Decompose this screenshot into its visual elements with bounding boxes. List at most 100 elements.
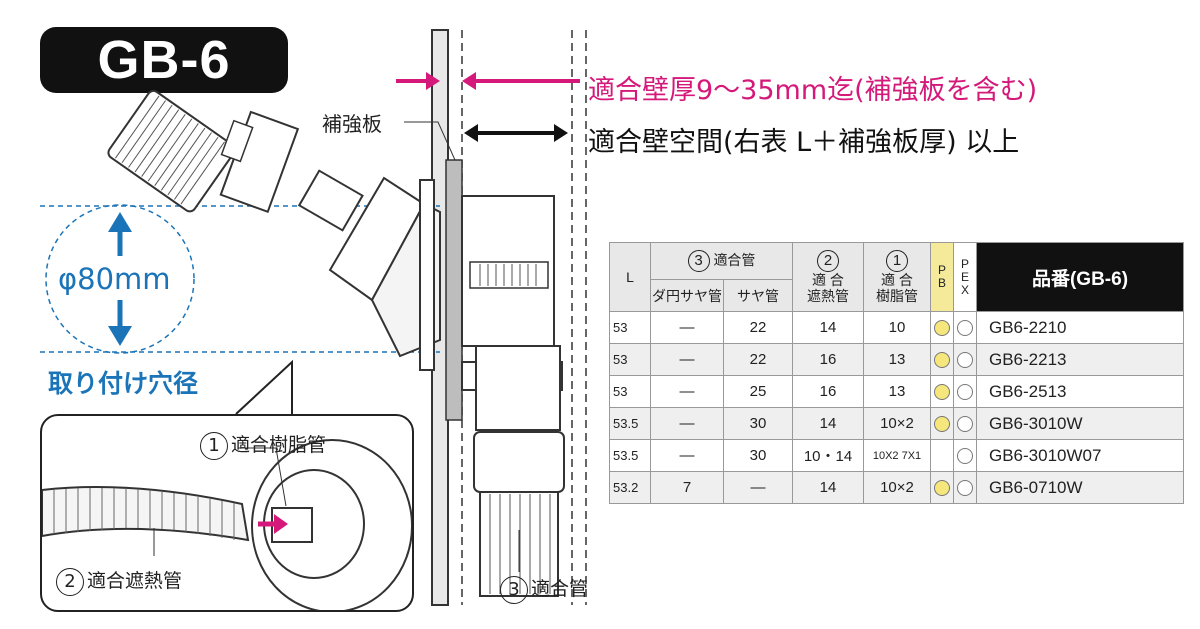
cell-tanen: —	[650, 407, 724, 440]
cell-pb	[930, 311, 954, 344]
lock-nut-part	[107, 89, 236, 213]
cell-model: GB6-2213	[976, 343, 1184, 376]
pex-compatible-icon	[957, 352, 973, 369]
diameter-arrow	[108, 212, 132, 346]
cell-tanen: —	[650, 439, 724, 472]
cell-heat: 16	[792, 343, 864, 376]
spec-table: L 3 適合管 2 適 合 遮熱管 1 適 合 樹脂管 P B P E X 品番…	[609, 242, 1184, 504]
cell-heat: 14	[792, 311, 864, 344]
reinforcement-label: 補強板	[322, 112, 382, 136]
cell-resin: 13	[863, 343, 931, 376]
reinforcement-board	[445, 159, 463, 421]
spec-header-row-1: L 3 適合管 2 適 合 遮熱管 1 適 合 樹脂管 P B P E X 品番…	[609, 242, 1184, 312]
cell-model: GB6-3010W07	[976, 439, 1184, 472]
detail-callout	[40, 414, 414, 612]
cell-model: GB6-2513	[976, 375, 1184, 408]
cell-L: 53.2	[609, 471, 651, 504]
resin-pipe-label: 適合樹脂管	[231, 434, 327, 456]
cell-pex	[953, 407, 977, 440]
product-badge: GB-6	[40, 27, 288, 93]
pipe-end-part	[297, 169, 364, 232]
col-group-pipe: 3 適合管	[650, 242, 793, 280]
circle-number-3-header: 3	[687, 250, 710, 272]
cell-pb	[930, 343, 954, 376]
col-heat-label: 適 合 遮熱管	[807, 272, 849, 304]
hole-circle	[45, 204, 195, 354]
cell-saya: 22	[723, 311, 793, 344]
cell-saya: 30	[723, 407, 793, 440]
cell-L: 53.5	[609, 407, 651, 440]
col-tanen: ダ円サヤ管	[650, 279, 724, 312]
cell-pex	[953, 471, 977, 504]
callout-pointer	[235, 359, 293, 415]
cell-pb	[930, 375, 954, 408]
pex-compatible-icon	[957, 384, 973, 401]
detail-illustration	[42, 439, 412, 610]
wall-thickness-arrows	[396, 72, 580, 90]
cell-resin: 10×2	[863, 407, 931, 440]
cell-saya: —	[723, 471, 793, 504]
circle-number-2-header: 2	[817, 250, 839, 272]
pb-compatible-icon	[934, 352, 950, 369]
pb-compatible-icon	[934, 416, 950, 433]
pipe-label: 適合管	[531, 578, 589, 600]
cell-tanen: 7	[650, 471, 724, 504]
insert-arrow-head	[274, 514, 288, 534]
cell-tanen: —	[650, 343, 724, 376]
col-heat: 2 適 合 遮熱管	[792, 242, 864, 312]
washer-part	[219, 110, 300, 214]
cell-heat: 16	[792, 375, 864, 408]
col-pex: P E X	[953, 242, 977, 312]
pb-compatible-icon	[934, 384, 950, 401]
cell-L: 53.5	[609, 439, 651, 472]
reinforcement-leader	[404, 121, 456, 161]
circle-number-3: 3	[500, 575, 528, 604]
cell-model: GB6-3010W	[976, 407, 1184, 440]
pb-compatible-icon	[934, 480, 950, 497]
cell-L: 53	[609, 343, 651, 376]
cell-resin: 10	[863, 311, 931, 344]
cell-model: GB6-0710W	[976, 471, 1184, 504]
wall-thickness-label: 適合壁厚9〜35mm迄(補強板を含む)	[588, 75, 1038, 106]
cell-heat: 14	[792, 407, 864, 440]
hole-label: 取り付け穴径	[48, 369, 199, 398]
cell-saya: 30	[723, 439, 793, 472]
cell-tanen: —	[650, 311, 724, 344]
circle-number-1: 1	[200, 431, 228, 460]
pex-compatible-icon	[957, 448, 973, 465]
pex-compatible-icon	[957, 480, 973, 497]
circle-number-1-header: 1	[886, 250, 908, 272]
pex-compatible-icon	[957, 416, 973, 433]
cell-L: 53	[609, 375, 651, 408]
pex-compatible-icon	[957, 320, 973, 337]
cell-pex	[953, 311, 977, 344]
col-resin-label: 適 合 樹脂管	[876, 272, 918, 304]
cell-resin: 13	[863, 375, 931, 408]
col-pb: P B	[930, 242, 954, 312]
fitting-body	[328, 176, 563, 431]
cell-saya: 25	[723, 375, 793, 408]
cell-heat: 10・14	[792, 439, 864, 472]
cell-pex	[953, 343, 977, 376]
pb-compatible-icon	[934, 320, 950, 337]
cell-pex	[953, 439, 977, 472]
col-L: L	[609, 242, 651, 312]
wall-space-arrow	[464, 124, 568, 142]
cell-pex	[953, 375, 977, 408]
cell-resin: 10×2	[863, 471, 931, 504]
cell-heat: 14	[792, 471, 864, 504]
wall-space-label: 適合壁空間(右表 L＋補強板厚) 以上	[588, 127, 1020, 158]
cell-model: GB6-2210	[976, 311, 1184, 344]
cell-pb	[930, 471, 954, 504]
cell-pb	[930, 407, 954, 440]
